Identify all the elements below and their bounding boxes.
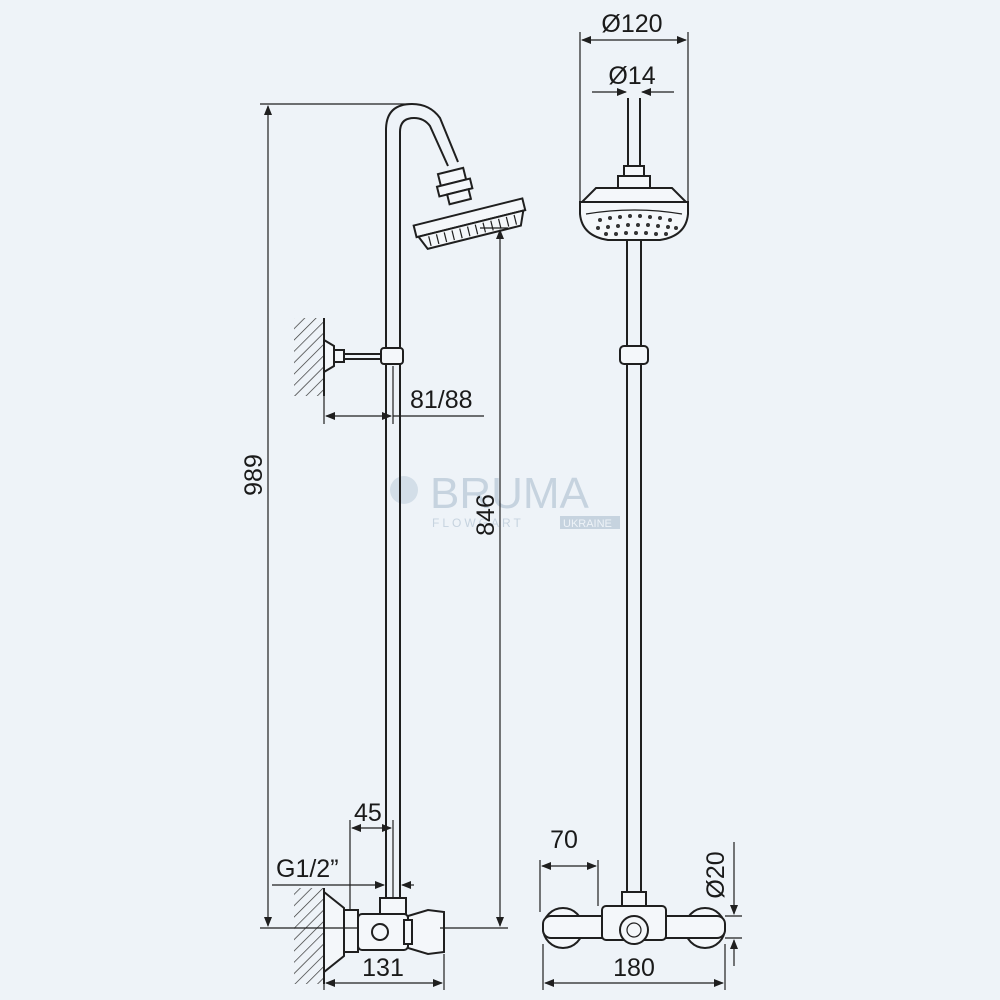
side-mixer-valve (323, 889, 445, 975)
dim-head-diameter: Ø120 (579, 10, 689, 202)
side-view: 989 846 81/88 45 (240, 102, 527, 990)
dim-label-g1-2: G1/2” (276, 855, 339, 883)
dim-label-846: 846 (472, 494, 500, 536)
dim-thread-size: G1/2” (272, 855, 414, 898)
dim-label-131: 131 (362, 954, 404, 982)
dim-label-989: 989 (240, 454, 268, 496)
front-bracket-collar (619, 345, 649, 365)
dim-pipe-diameter: Ø20 (702, 842, 742, 966)
wall-bracket (323, 338, 404, 374)
dim-label-d20: Ø20 (702, 851, 730, 898)
dim-inlet-spacing: 45 (349, 799, 394, 910)
watermark-subline-right: UKRAINE (563, 518, 612, 530)
dim-head-to-outlet: 846 (440, 227, 508, 929)
dim-total-height: 989 (240, 103, 412, 929)
wall-hatch-upper (294, 318, 324, 396)
side-shower-head (412, 166, 527, 250)
wall-hatch-lower (294, 888, 324, 984)
watermark: BRUMA FLOWGART UKRAINE (390, 469, 620, 530)
front-shower-head (579, 165, 689, 241)
dim-valve-offset: 70 (539, 826, 599, 912)
watermark-brand: BRUMA (430, 469, 590, 518)
dim-label-81-88: 81/88 (410, 386, 473, 414)
dim-valve-width: 180 (542, 944, 726, 990)
dim-label-45: 45 (354, 799, 382, 827)
dim-label-70: 70 (550, 826, 578, 854)
watermark-drop-icon (390, 476, 418, 504)
dim-label-d14: Ø14 (608, 62, 655, 90)
front-mixer-valve (542, 891, 726, 949)
dim-arm-diameter: Ø14 (592, 62, 674, 96)
dim-bracket-offset: 81/88 (323, 366, 484, 424)
dim-label-d120: Ø120 (601, 10, 662, 38)
dim-label-180: 180 (613, 954, 655, 982)
front-view: Ø120 Ø14 70 Ø20 180 (539, 10, 742, 990)
dim-side-depth: 131 (323, 954, 445, 990)
